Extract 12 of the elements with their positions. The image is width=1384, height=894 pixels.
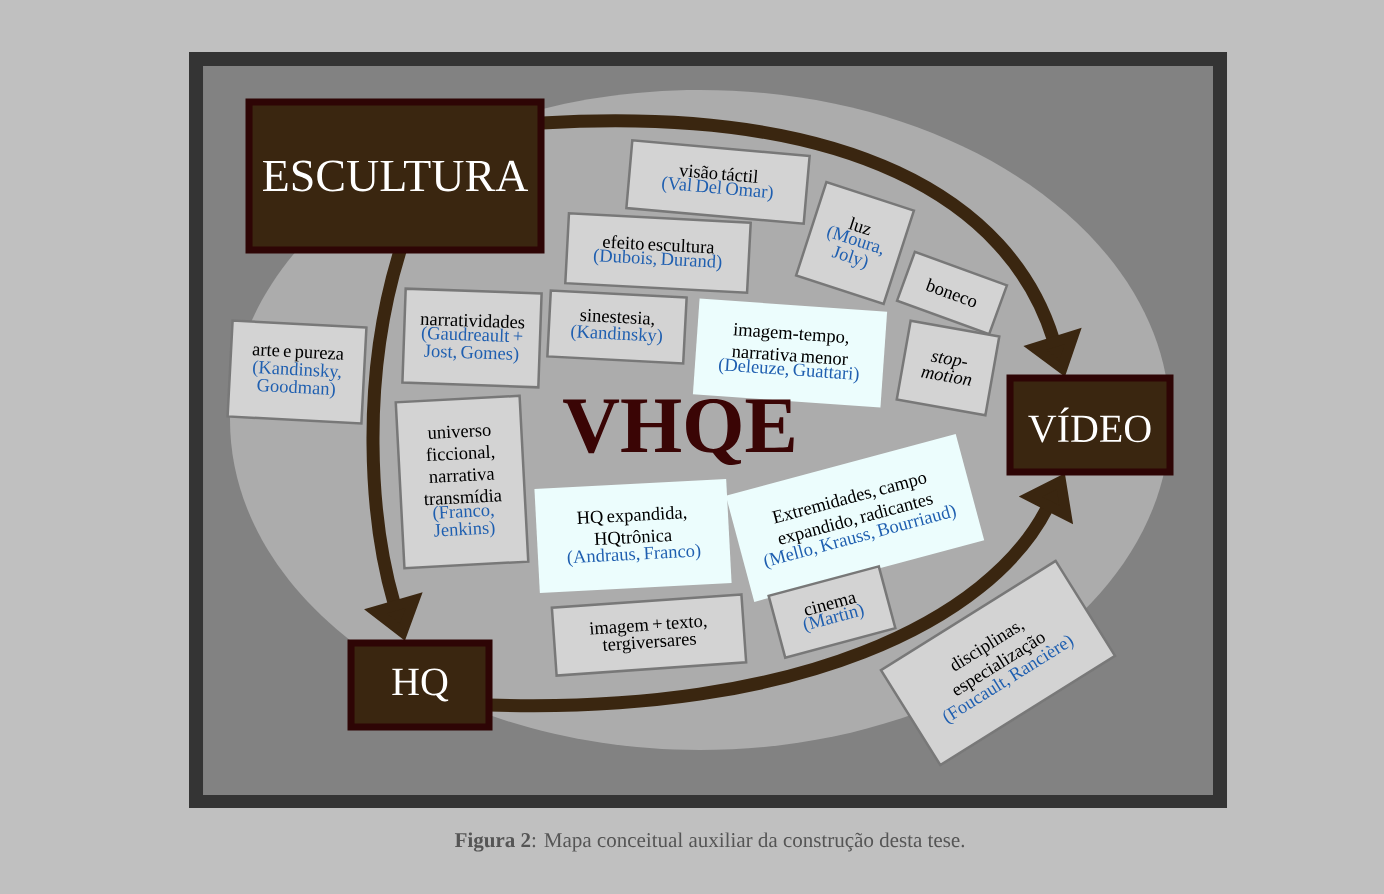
- concept-box: HQ expandida, HQtrônica (Andraus, Franco): [534, 479, 732, 593]
- category-box: ESCULTURA: [245, 98, 545, 254]
- concept-box: visão táctil (Val Del Omar): [625, 139, 811, 225]
- concept-box: stop-motion: [895, 319, 1001, 417]
- concept-box: arte e pureza (Kandinsky, Goodman): [226, 319, 368, 425]
- concept-box: imagem + texto, tergiversares: [550, 593, 748, 677]
- concept-box: luz (Moura, Joly): [794, 180, 916, 306]
- concept-box: narratividades (Gaudreault + Jost, Gomes): [401, 287, 543, 389]
- concept-box: sinestesia, (Kandinsky): [546, 289, 688, 365]
- caption: Figura 2: Mapa conceitual auxiliar da construção desta tese.: [454, 832, 965, 852]
- concept-box: universo ficcional, narrativa transmídia (Franco, Jenkins): [394, 394, 530, 570]
- concept-box: boneco: [895, 250, 1009, 336]
